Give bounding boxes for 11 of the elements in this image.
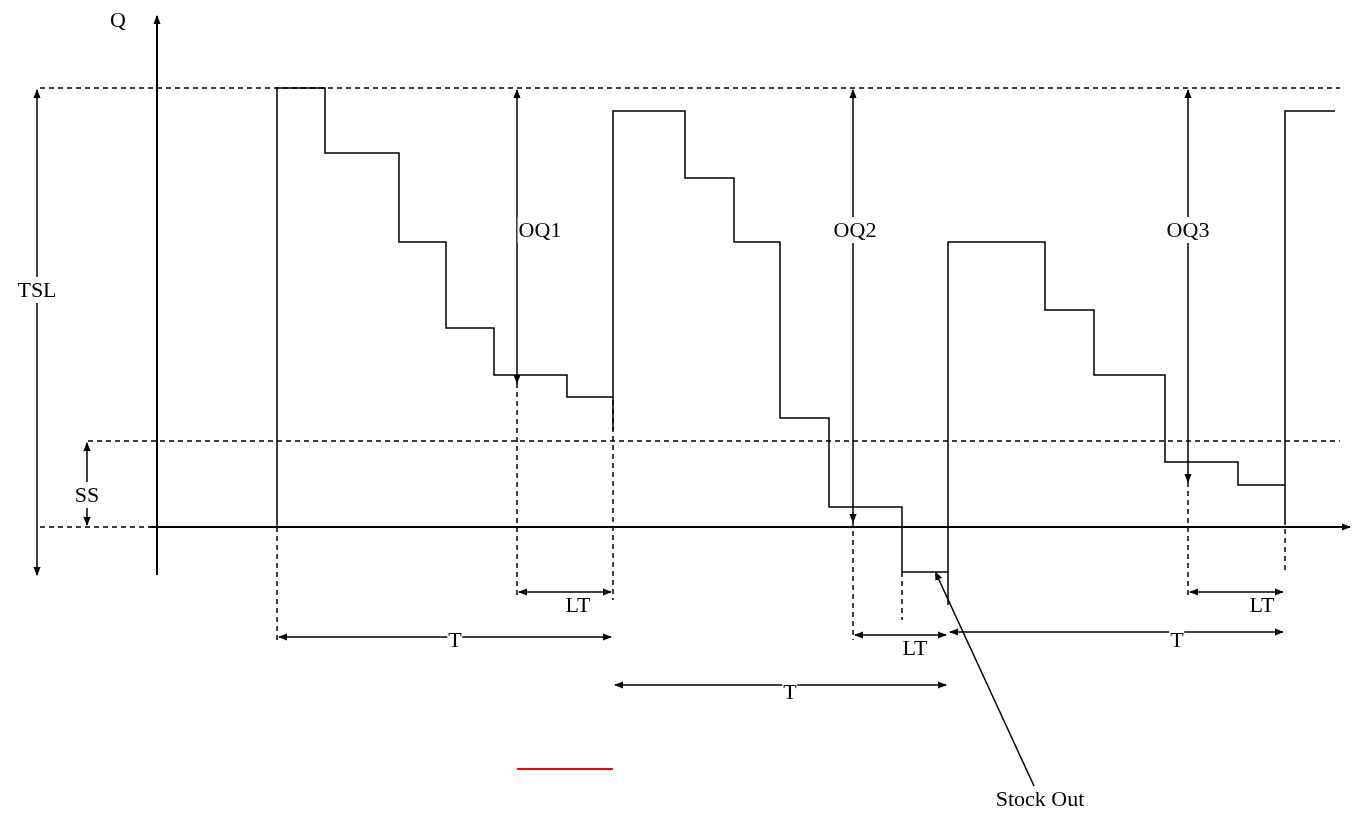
- dimension-label: LT: [1248, 592, 1276, 618]
- callout-text: Stock Out: [994, 786, 1086, 812]
- dimension-label: OQ2: [832, 217, 878, 243]
- leader-line: [934, 571, 1035, 787]
- dimension-label: OQ3: [1165, 217, 1211, 243]
- dimension-label: LT: [564, 592, 592, 618]
- axis-label: Q: [109, 7, 127, 33]
- stock-out-step: [901, 526, 949, 573]
- dimension-label: TSL: [16, 277, 58, 303]
- dimension-label: SS: [73, 482, 101, 508]
- dimension-label: LT: [901, 635, 929, 661]
